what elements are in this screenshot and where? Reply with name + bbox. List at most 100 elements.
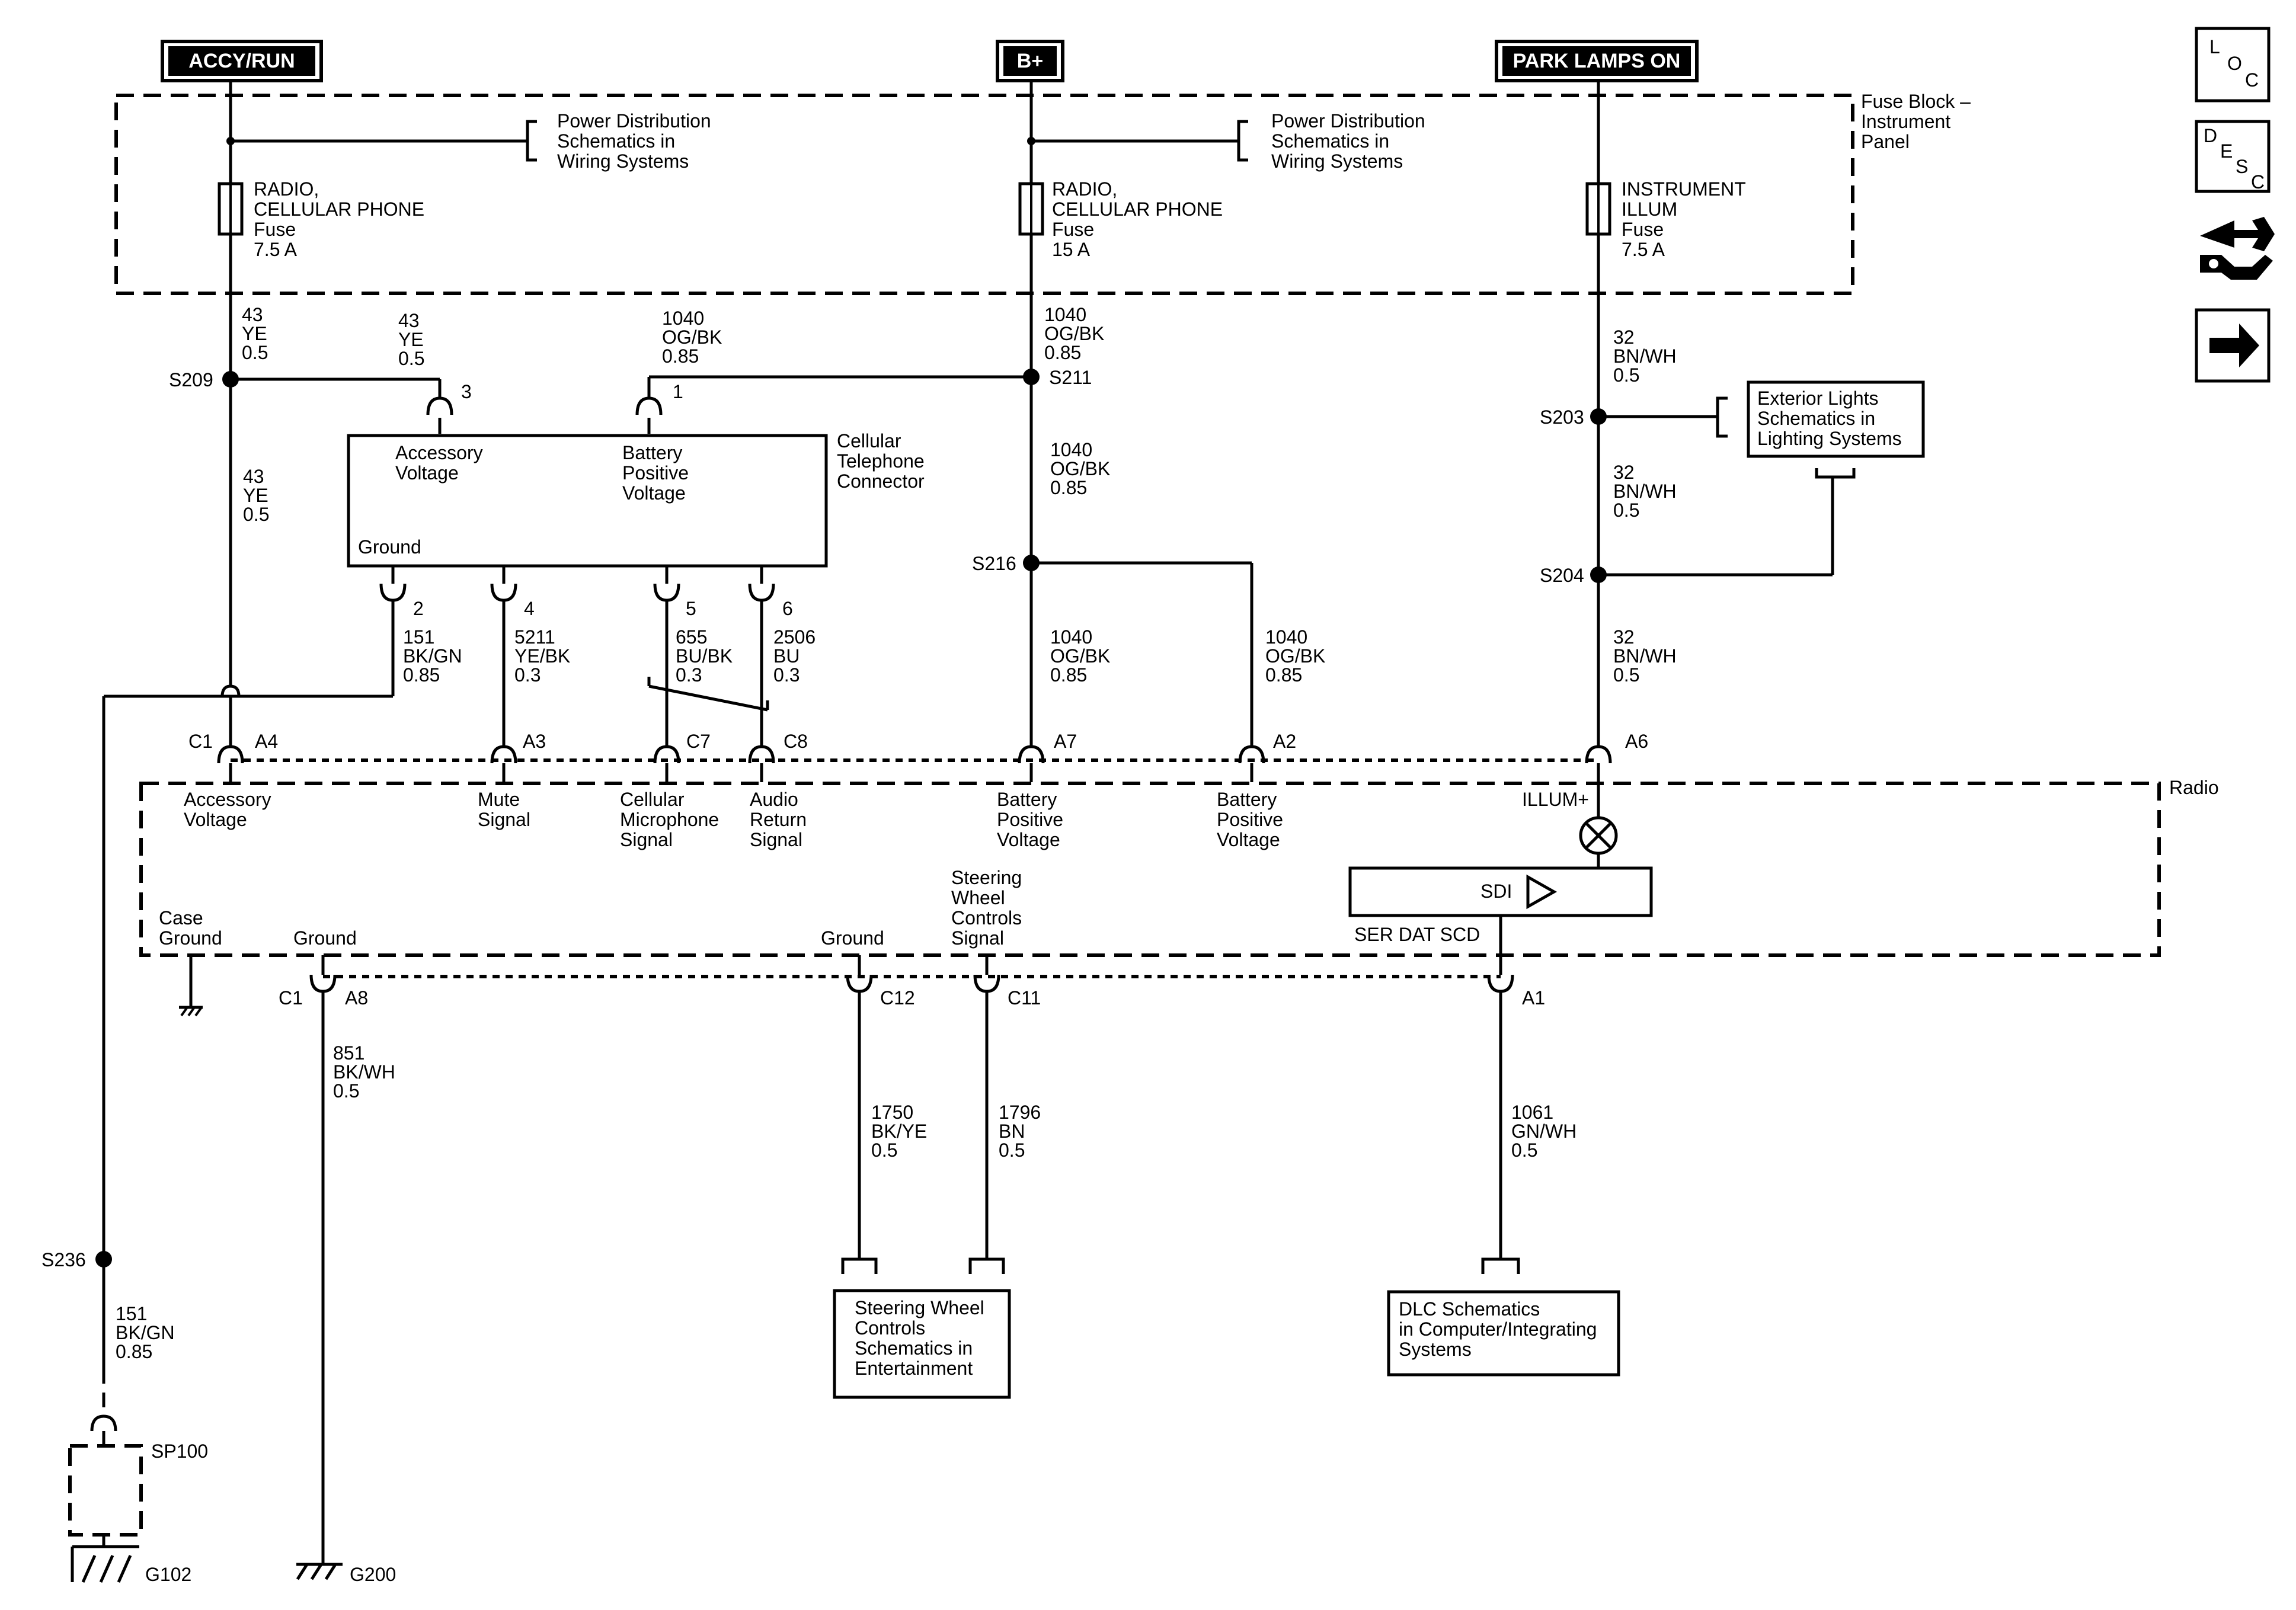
svg-text:ILLUM: ILLUM <box>1622 199 1677 220</box>
fuse-instrument-illum: INSTRUMENT ILLUM Fuse 7.5 A <box>1585 178 1746 260</box>
svg-text:Mute: Mute <box>478 789 520 810</box>
svg-text:CELLULAR PHONE: CELLULAR PHONE <box>1052 199 1223 220</box>
svg-text:S209: S209 <box>169 369 213 391</box>
svg-text:C1: C1 <box>188 731 213 752</box>
svg-text:OG/BK: OG/BK <box>1050 645 1110 667</box>
svg-text:0.5: 0.5 <box>242 342 268 363</box>
svg-text:Power Distribution: Power Distribution <box>1271 110 1425 132</box>
svg-text:Entertainment: Entertainment <box>855 1358 973 1379</box>
svg-text:YE: YE <box>243 485 268 506</box>
svg-text:Steering: Steering <box>951 867 1022 888</box>
svg-text:DLC Schematics: DLC Schematics <box>1399 1298 1540 1320</box>
svg-text:Voltage: Voltage <box>395 462 459 484</box>
source-accy-label: ACCY/RUN <box>188 50 295 72</box>
svg-text:BK/WH: BK/WH <box>333 1061 395 1083</box>
svg-text:0.3: 0.3 <box>773 664 800 686</box>
wire-1061: 1061 GN/WH 0.5 <box>1511 1102 1576 1161</box>
svg-text:C7: C7 <box>686 731 711 752</box>
svg-text:0.5: 0.5 <box>1613 500 1639 521</box>
wire-43-b: 43 YE 0.5 <box>398 310 424 369</box>
svg-text:Controls: Controls <box>855 1317 925 1339</box>
wire-32-c: 32 BN/WH 0.5 <box>1613 626 1677 686</box>
svg-text:C: C <box>2251 171 2265 193</box>
svg-text:0.85: 0.85 <box>1265 664 1302 686</box>
sdi-block: SDI <box>1348 866 1653 975</box>
svg-text:OG/BK: OG/BK <box>1265 645 1325 667</box>
svg-text:INSTRUMENT: INSTRUMENT <box>1622 178 1746 200</box>
svg-text:BK/YE: BK/YE <box>871 1121 927 1142</box>
wire-151-a: 151 BK/GN 0.85 <box>403 626 462 686</box>
svg-text:Voltage: Voltage <box>622 482 686 504</box>
svg-text:BU/BK: BU/BK <box>676 645 733 667</box>
svg-text:1796: 1796 <box>999 1102 1041 1123</box>
svg-text:S203: S203 <box>1540 406 1584 428</box>
svg-text:A7: A7 <box>1054 731 1077 752</box>
svg-text:0.5: 0.5 <box>243 504 269 525</box>
svg-text:1040: 1040 <box>1050 626 1092 648</box>
svg-text:Signal: Signal <box>951 927 1004 949</box>
svg-text:5211: 5211 <box>514 626 555 648</box>
wire-5211: 5211 YE/BK 0.3 <box>514 626 570 686</box>
svg-text:Wiring Systems: Wiring Systems <box>557 151 689 172</box>
wire-43-a: 43 YE 0.5 <box>242 304 268 363</box>
svg-text:Ground: Ground <box>293 927 357 949</box>
svg-text:1040: 1040 <box>1265 626 1307 648</box>
source-park-label: PARK LAMPS ON <box>1513 50 1681 72</box>
svg-text:BN/WH: BN/WH <box>1613 345 1677 367</box>
svg-text:Fuse: Fuse <box>254 219 296 240</box>
svg-text:Schematics in: Schematics in <box>557 130 675 152</box>
loc-icon[interactable]: L O C <box>2195 27 2271 103</box>
svg-text:S211: S211 <box>1049 367 1092 388</box>
radio-internal-labels: Accessory Voltage Mute Signal Cellular M… <box>159 789 1589 949</box>
svg-text:BK/GN: BK/GN <box>403 645 462 667</box>
power-dist-ref-2: Power Distribution Schematics in Wiring … <box>1271 110 1425 172</box>
radio-top-connectors: C1 A4 A3 C7 C8 A7 A2 A6 <box>188 731 1648 836</box>
svg-text:YE: YE <box>398 329 424 350</box>
svg-text:BK/GN: BK/GN <box>116 1322 175 1343</box>
svg-text:C8: C8 <box>784 731 808 752</box>
svg-text:1: 1 <box>673 381 683 402</box>
svg-text:0.85: 0.85 <box>116 1341 152 1362</box>
svg-text:Fuse Block –: Fuse Block – <box>1861 91 1971 112</box>
svg-text:0.5: 0.5 <box>999 1140 1025 1161</box>
svg-text:2506: 2506 <box>773 626 816 648</box>
svg-text:Cellular: Cellular <box>837 430 901 452</box>
svg-text:S216: S216 <box>972 553 1016 574</box>
svg-text:C1: C1 <box>279 987 303 1009</box>
svg-text:A4: A4 <box>255 731 278 752</box>
svg-text:5: 5 <box>686 598 696 619</box>
svg-text:Systems: Systems <box>1399 1339 1472 1360</box>
svg-text:CELLULAR PHONE: CELLULAR PHONE <box>254 199 424 220</box>
svg-text:Battery: Battery <box>997 789 1057 810</box>
svg-text:C11: C11 <box>1008 987 1041 1009</box>
svg-text:C12: C12 <box>880 987 915 1009</box>
svg-text:A3: A3 <box>523 731 546 752</box>
svg-text:43: 43 <box>398 310 420 331</box>
source-b-plus: B+ <box>996 40 1064 82</box>
svg-text:0.85: 0.85 <box>1050 664 1087 686</box>
svg-text:Wiring Systems: Wiring Systems <box>1271 151 1403 172</box>
svg-text:3: 3 <box>461 381 472 402</box>
svg-text:in Computer/Integrating: in Computer/Integrating <box>1399 1318 1597 1340</box>
desc-icon[interactable]: D E S C <box>2195 120 2271 193</box>
svg-text:1061: 1061 <box>1511 1102 1553 1123</box>
steering-wheel-controls-ref <box>833 1289 1011 1399</box>
svg-text:Battery: Battery <box>622 442 682 463</box>
svg-text:BN/WH: BN/WH <box>1613 481 1677 502</box>
svg-text:7.5 A: 7.5 A <box>254 239 298 260</box>
svg-text:A2: A2 <box>1273 731 1296 752</box>
svg-text:0.3: 0.3 <box>676 664 702 686</box>
wire-1040-e: 1040 OG/BK 0.85 <box>1265 626 1325 686</box>
svg-text:Instrument: Instrument <box>1861 111 1950 132</box>
svg-text:0.85: 0.85 <box>662 345 699 367</box>
wrench-icon[interactable] <box>2200 217 2275 280</box>
svg-text:Case: Case <box>159 907 203 929</box>
connector-bottom-pins: 2 4 5 6 <box>379 566 793 619</box>
source-park-lamps: PARK LAMPS ON <box>1495 40 1699 82</box>
arrow-right-icon[interactable] <box>2195 308 2271 383</box>
radio-bottom-connectors: C1 A8 C12 C11 A1 <box>279 955 1545 1009</box>
radio-outline <box>139 782 2161 957</box>
svg-text:G200: G200 <box>350 1564 396 1585</box>
source-accy-run: ACCY/RUN <box>161 40 323 82</box>
